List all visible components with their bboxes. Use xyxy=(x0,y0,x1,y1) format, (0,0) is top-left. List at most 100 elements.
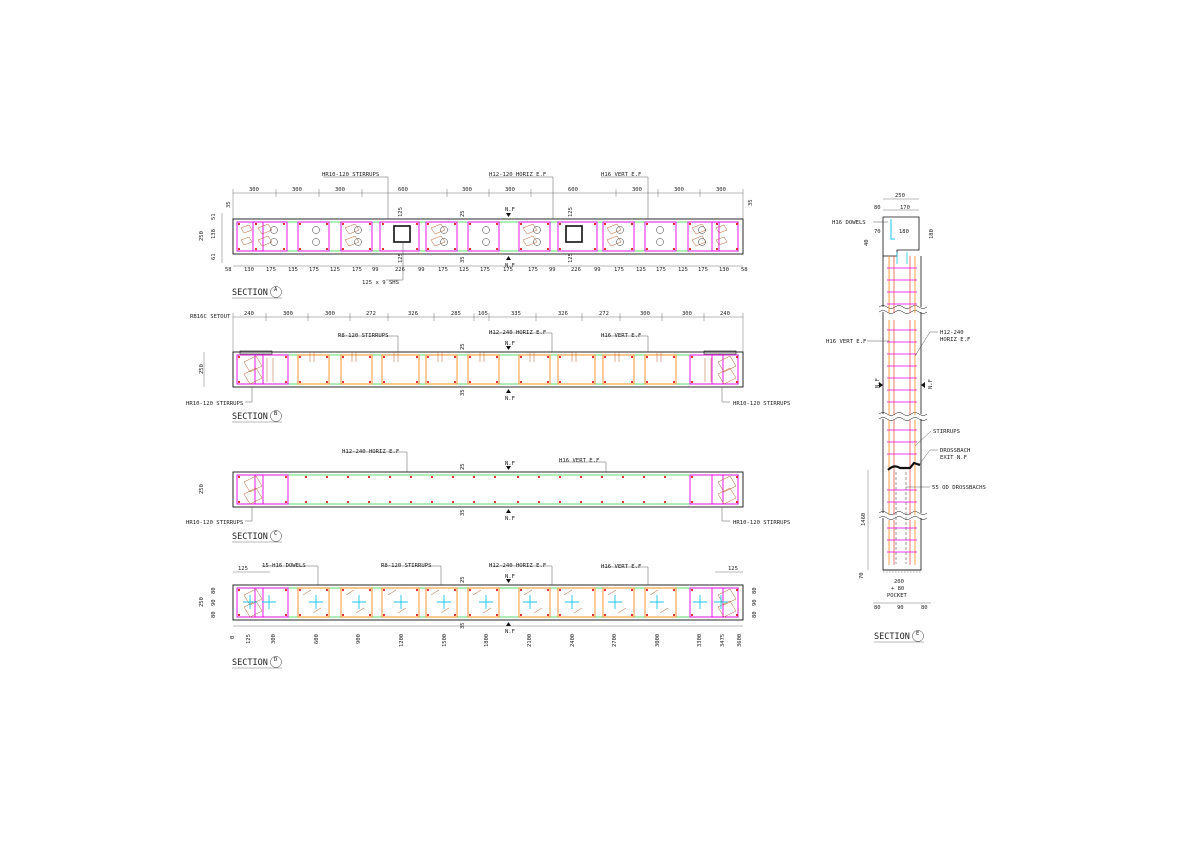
section-d-callout-dowels: 15-H16 DOWELS xyxy=(262,563,306,569)
section-e-inner-left-dim: 70 xyxy=(874,229,881,235)
section-e-callout-drossbachs: 55 OD DROSSBACHS xyxy=(932,485,986,491)
section-d-chainage-1800: 1800 xyxy=(484,634,490,647)
section-a-inner-dim-1: 125 xyxy=(398,207,404,217)
section-a-bottom-dim-21: 175 xyxy=(656,267,666,273)
section-d-left-dim-2: 90 xyxy=(211,599,217,606)
section-d-right-dim-2: 90 xyxy=(752,599,758,606)
section-a-callout-horiz: H12-120 HORIZ E.F xyxy=(489,172,547,178)
section-e-bottom-dim-3: 80 xyxy=(921,605,928,611)
section-a-top-dim-6: 300 xyxy=(505,187,515,193)
section-a-marker: A xyxy=(274,287,278,293)
section-a-inner-dim-2: 125 xyxy=(398,253,404,263)
section-a-top-dim-10: 300 xyxy=(716,187,726,193)
section-c-callout-vert: H16 VERT E.F xyxy=(559,458,600,464)
section-b-end-stirrups xyxy=(236,354,739,385)
section-a-callout-shs: 125 x 9 SHS xyxy=(362,280,399,286)
section-a-left-dim-2: 51 xyxy=(211,213,217,220)
section-a-bottom-dim-6: 125 xyxy=(330,267,340,273)
section-b-nf-bottom: N.F xyxy=(505,396,515,402)
section-c-callout-end-right: HR10-120 STIRRUPS xyxy=(733,520,790,526)
section-d-chainage-3000: 3000 xyxy=(655,634,661,647)
section-d-inner-dim-2: 35 xyxy=(460,622,466,629)
section-b-stirrups xyxy=(297,354,677,385)
section-a-nf-bottom-arrow xyxy=(506,256,511,260)
section-a-bottom-dim-16: 99 xyxy=(549,267,556,273)
section-e-pocket-depth: + 80 xyxy=(891,586,904,592)
section-b-marker: B xyxy=(274,411,278,417)
section-a-shs-1 xyxy=(393,225,411,243)
section-d-chainage-2100: 2100 xyxy=(527,634,533,647)
section-d-chainage-125: 125 xyxy=(246,634,252,644)
section-b-top-dim-3: 300 xyxy=(325,311,335,317)
section-a-bottom-dim-17: 226 xyxy=(571,267,581,273)
section-b-end-plate-right xyxy=(703,350,737,355)
section-a-vert-bars xyxy=(237,222,739,251)
section-b-top-dim-10: 272 xyxy=(599,311,609,317)
section-d-right-dim-1: 80 xyxy=(752,587,758,594)
section-e-callout-horiz-1: H12-240 xyxy=(940,330,964,336)
section-b-top-dim-9: 326 xyxy=(558,311,568,317)
section-a-inner-dim-5: 125 xyxy=(568,207,574,217)
section-a-callout-stirrups: HR10-120 STIRRUPS xyxy=(322,172,379,178)
section-e-side-dim: 180 xyxy=(929,229,935,239)
section-a-bottom-dim-3: 175 xyxy=(266,267,276,273)
section-a-bottom-dim-7: 175 xyxy=(352,267,362,273)
section-c-inner-dim-1: 25 xyxy=(460,463,466,470)
section-a-holes xyxy=(270,226,706,246)
section-a-bottom-dim-9: 226 xyxy=(395,267,405,273)
section-c-depth: 250 xyxy=(199,484,205,494)
section-c-inner-dim-2: 35 xyxy=(460,509,466,516)
section-a-top-dim-8: 300 xyxy=(632,187,642,193)
section-e-height: 1460 xyxy=(861,513,867,526)
section-d-vert-bars xyxy=(237,588,739,617)
section-d-right-dim-3: 80 xyxy=(752,611,758,618)
section-a-bottom-dim-1: 58 xyxy=(225,267,232,273)
section-c-nf-bottom: N.F xyxy=(505,516,515,522)
section-d-nf-top: N.F xyxy=(505,574,515,580)
section-e-left-dim: 80 xyxy=(874,205,881,211)
section-b-top-dim-2: 300 xyxy=(283,311,293,317)
section-d-chainage-0: 0 xyxy=(230,636,236,639)
section-b-title: SECTION xyxy=(232,412,268,422)
section-c-title: SECTION xyxy=(232,532,268,542)
section-e-callout-drossbach-1: DROSSBACH xyxy=(940,448,970,454)
section-a-bottom-dim-14: 175 xyxy=(503,267,513,273)
section-d-chainage-3600: 3600 xyxy=(737,634,743,647)
section-d-top-right-dim: 125 xyxy=(728,566,738,572)
section-b-nf-top: N.F xyxy=(505,341,515,347)
section-a-top-dim-4: 600 xyxy=(398,187,408,193)
section-b-depth: 250 xyxy=(199,364,205,374)
section-a-bottom-dim-2: 130 xyxy=(244,267,254,273)
section-a-right-dim: 35 xyxy=(748,199,754,206)
section-e-wall-upper xyxy=(882,256,922,307)
section-a-top-dim-7: 600 xyxy=(568,187,578,193)
section-d-chainage-3475: 3475 xyxy=(720,634,726,647)
section-b-outline xyxy=(232,351,744,388)
section-a-bottom-dim-24: 130 xyxy=(719,267,729,273)
section-b-top-dimensions: 240 300 300 272 326 285 105 335 326 272 … xyxy=(244,311,730,317)
section-d-left-dim-1: 80 xyxy=(211,587,217,594)
section-a-bottom-dim-15: 175 xyxy=(528,267,538,273)
section-a-bottom-dim-25: 58 xyxy=(741,267,748,273)
section-b-top-dim-6: 285 xyxy=(451,311,461,317)
section-e-nf-left: N.F xyxy=(875,378,881,388)
section-e: 250 80 170 H16 DOWELS 70 180 180 40 xyxy=(826,193,986,643)
section-c-end-stirrups xyxy=(236,474,739,505)
section-d-chainage: 0 125 300 600 900 1200 1500 1800 2100 24… xyxy=(230,634,743,647)
section-d-stirrups xyxy=(297,587,677,618)
section-a: 300 300 300 600 300 300 600 300 300 300 … xyxy=(199,172,754,299)
section-b-callout-end-left: HR10-120 STIRRUPS xyxy=(186,401,243,407)
section-b-top-dim-5: 326 xyxy=(408,311,418,317)
section-a-top-dim-3: 300 xyxy=(335,187,345,193)
section-b-setout: RB16C SETOUT xyxy=(190,314,231,320)
section-a-title: SECTION xyxy=(232,288,268,298)
section-e-reinforcement xyxy=(887,252,917,565)
section-e-inner-right-dim: 180 xyxy=(899,229,909,235)
section-d: 125 125 250 80 90 80 80 90 80 xyxy=(199,563,758,669)
section-c-marker: C xyxy=(274,531,277,537)
section-d-chainage-300: 300 xyxy=(271,634,277,644)
section-c-callout-end-left: HR10-120 STIRRUPS xyxy=(186,520,243,526)
section-b-top-dim-1: 240 xyxy=(244,311,254,317)
section-a-bottom-dim-5: 175 xyxy=(309,267,319,273)
